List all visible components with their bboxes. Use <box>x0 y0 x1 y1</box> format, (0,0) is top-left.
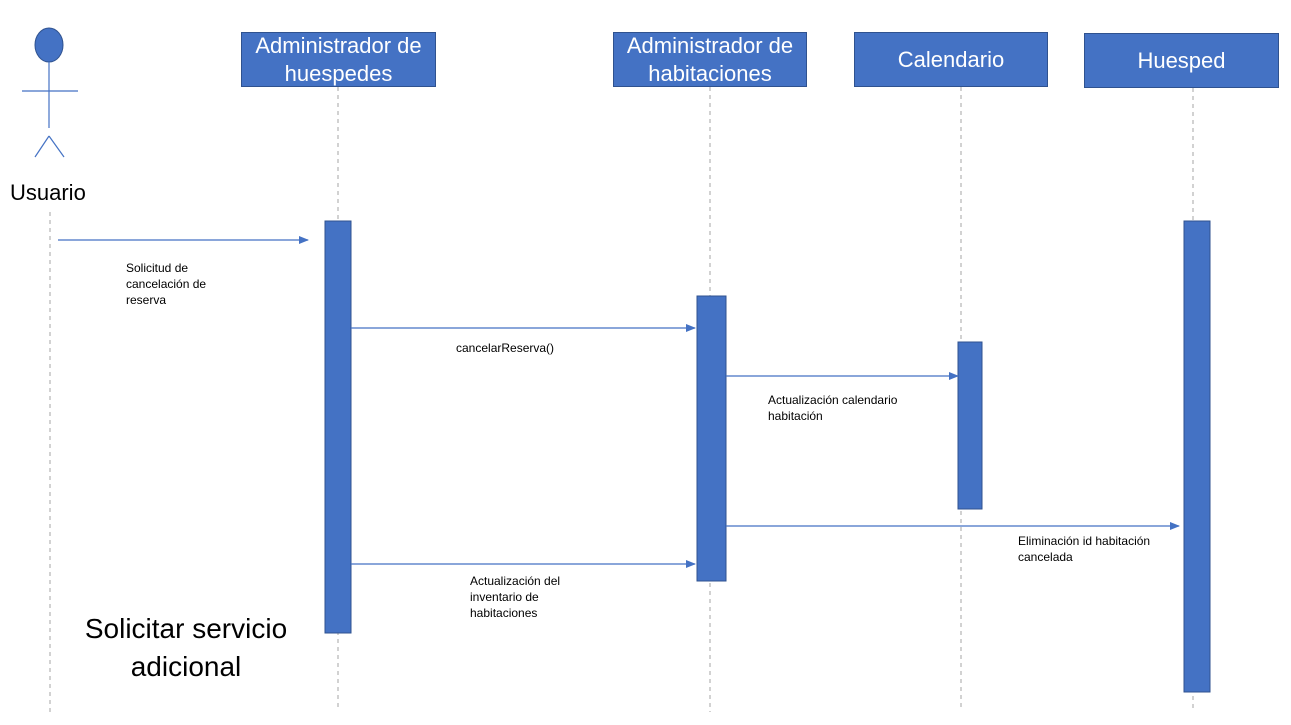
activation-huesped <box>1183 220 1211 693</box>
stick-figure-icon <box>22 27 78 158</box>
message-label-cancelar-reserva: cancelarReserva() <box>456 341 555 355</box>
participant-admin-huespedes: Administrador de huespedes <box>241 32 436 87</box>
diagram-title: Solicitar servicio adicional <box>84 613 288 682</box>
participant-huesped: Huesped <box>1084 33 1279 88</box>
message-label-eliminacion: Eliminación id habitación cancelada <box>1018 534 1151 564</box>
activation-admin-habitaciones <box>696 295 727 582</box>
participant-calendario: Calendario <box>854 32 1048 87</box>
message-label-solicitud: Solicitud de cancelación de reserva <box>126 261 207 307</box>
activation-admin-huespedes <box>324 220 352 634</box>
actor-label: Usuario <box>10 180 86 205</box>
message-label-actualizacion-calendario: Actualización calendario habitación <box>768 393 898 423</box>
activation-calendario <box>957 341 983 510</box>
message-label-actualizacion-inventario: Actualización del inventario de habitaci… <box>470 574 561 620</box>
participant-admin-habitaciones: Administrador de habitaciones <box>613 32 807 87</box>
